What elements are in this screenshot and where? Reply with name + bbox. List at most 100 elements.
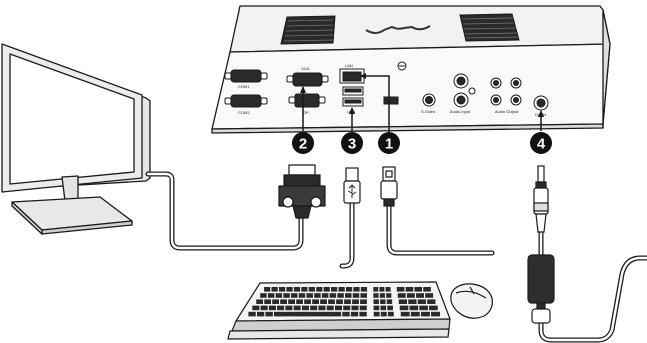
audio-output-label: Audio Output [495, 109, 519, 114]
keyboard-key [359, 312, 366, 317]
dc-connector [534, 166, 548, 232]
keyboard-key [322, 293, 329, 298]
keyboard-key [283, 293, 290, 298]
keyboard-spacebar [274, 312, 341, 317]
keyboard-key [296, 299, 303, 304]
keyboard-key [360, 306, 367, 311]
ferrite-bead [528, 255, 554, 323]
keyboard-key [361, 287, 367, 292]
svideo-port [423, 94, 435, 106]
keyboard-key [421, 312, 430, 317]
keyboard-key [419, 306, 428, 311]
com2-port [225, 95, 267, 107]
keyboard-key [397, 287, 405, 292]
keyboard-key [387, 306, 393, 311]
keyboard-keys [248, 287, 440, 316]
keyboard-key [324, 287, 330, 292]
keyboard-key [336, 299, 343, 304]
com1-label: COM1 [238, 84, 250, 89]
keyboard-key [256, 299, 263, 304]
callout-badge-3: 3 [341, 132, 363, 154]
keyboard-key [337, 293, 344, 298]
keyboard-key [294, 287, 300, 292]
keyboard-key [410, 306, 419, 311]
keyboard-key [427, 299, 435, 304]
keyboard-key [314, 293, 321, 298]
keyboard-key [312, 299, 319, 304]
mini-pc-rear-panel [212, 44, 610, 129]
keyboard-key [327, 306, 334, 311]
lan-connector [381, 167, 397, 206]
com2-label: COM2 [238, 110, 250, 115]
usb-connector [344, 168, 360, 203]
keyboard-key [399, 299, 407, 304]
keyboard-key [344, 299, 351, 304]
mini-port [384, 97, 398, 104]
keyboard-key [388, 312, 394, 317]
keyboard-key [304, 299, 311, 304]
keyboard-key [386, 287, 391, 292]
keyboard-key [380, 293, 385, 298]
keyboard-usb-cable [342, 203, 352, 266]
lan-network-cable [389, 206, 492, 253]
keyboard-key [288, 299, 295, 304]
keyboard-key [268, 293, 275, 298]
keyboard-key [418, 299, 426, 304]
vga-connector [279, 165, 325, 218]
callout-number-2: 2 [299, 136, 307, 153]
keyboard-key [279, 287, 285, 292]
keyboard-key [264, 287, 270, 292]
keyboard-key [360, 299, 367, 304]
keyboard-key [406, 287, 414, 292]
callout-badge-4: 4 [530, 132, 552, 154]
keyboard-key [398, 293, 406, 298]
keyboard-key [343, 306, 350, 311]
keyboard-key [309, 287, 315, 292]
keyboard-key [291, 293, 298, 298]
dc-in-port [534, 96, 548, 110]
keyboard-key [261, 306, 268, 311]
keyboard-key [252, 306, 259, 311]
keyboard-key [331, 287, 337, 292]
keyboard-key [380, 299, 385, 304]
dp-label: DP [303, 110, 309, 115]
audio-input-label: Audio Input [450, 109, 471, 114]
keyboard-key [316, 287, 322, 292]
keyboard-key [328, 299, 335, 304]
keyboard-key [257, 312, 264, 317]
keyboard-key [387, 299, 392, 304]
vga-port [287, 73, 328, 86]
keyboard-key [320, 299, 327, 304]
keyboard-key [310, 306, 317, 311]
vga-label: VGA [301, 66, 310, 71]
keyboard-key [381, 312, 387, 317]
mouse [451, 284, 492, 318]
keyboard-key [414, 287, 422, 292]
keyboard-key [345, 293, 352, 298]
keyboard-key [411, 312, 420, 317]
keyboard-key [272, 287, 278, 292]
chassis-screw [398, 62, 406, 70]
keyboard-key [407, 293, 415, 298]
keyboard-key [260, 293, 267, 298]
keyboard-key [342, 312, 349, 317]
keyboard-key [306, 293, 313, 298]
keyboard-key [302, 306, 309, 311]
keyboard-key [338, 287, 344, 292]
com1-port [225, 70, 267, 82]
keyboard-key [431, 312, 440, 317]
keyboard-key [374, 312, 380, 317]
keyboard-key [277, 306, 284, 311]
keyboard-key [330, 293, 337, 298]
callout-number-3: 3 [348, 136, 356, 153]
keyboard-key [272, 299, 279, 304]
keyboard-key [285, 306, 292, 311]
keyboard-key [351, 312, 358, 317]
keyboard-key [352, 299, 359, 304]
keyboard-key [280, 299, 287, 304]
keyboard-key [386, 293, 391, 298]
keyboard-key [286, 287, 292, 292]
keyboard-key [269, 306, 276, 311]
lan-label: LAN [345, 63, 353, 68]
